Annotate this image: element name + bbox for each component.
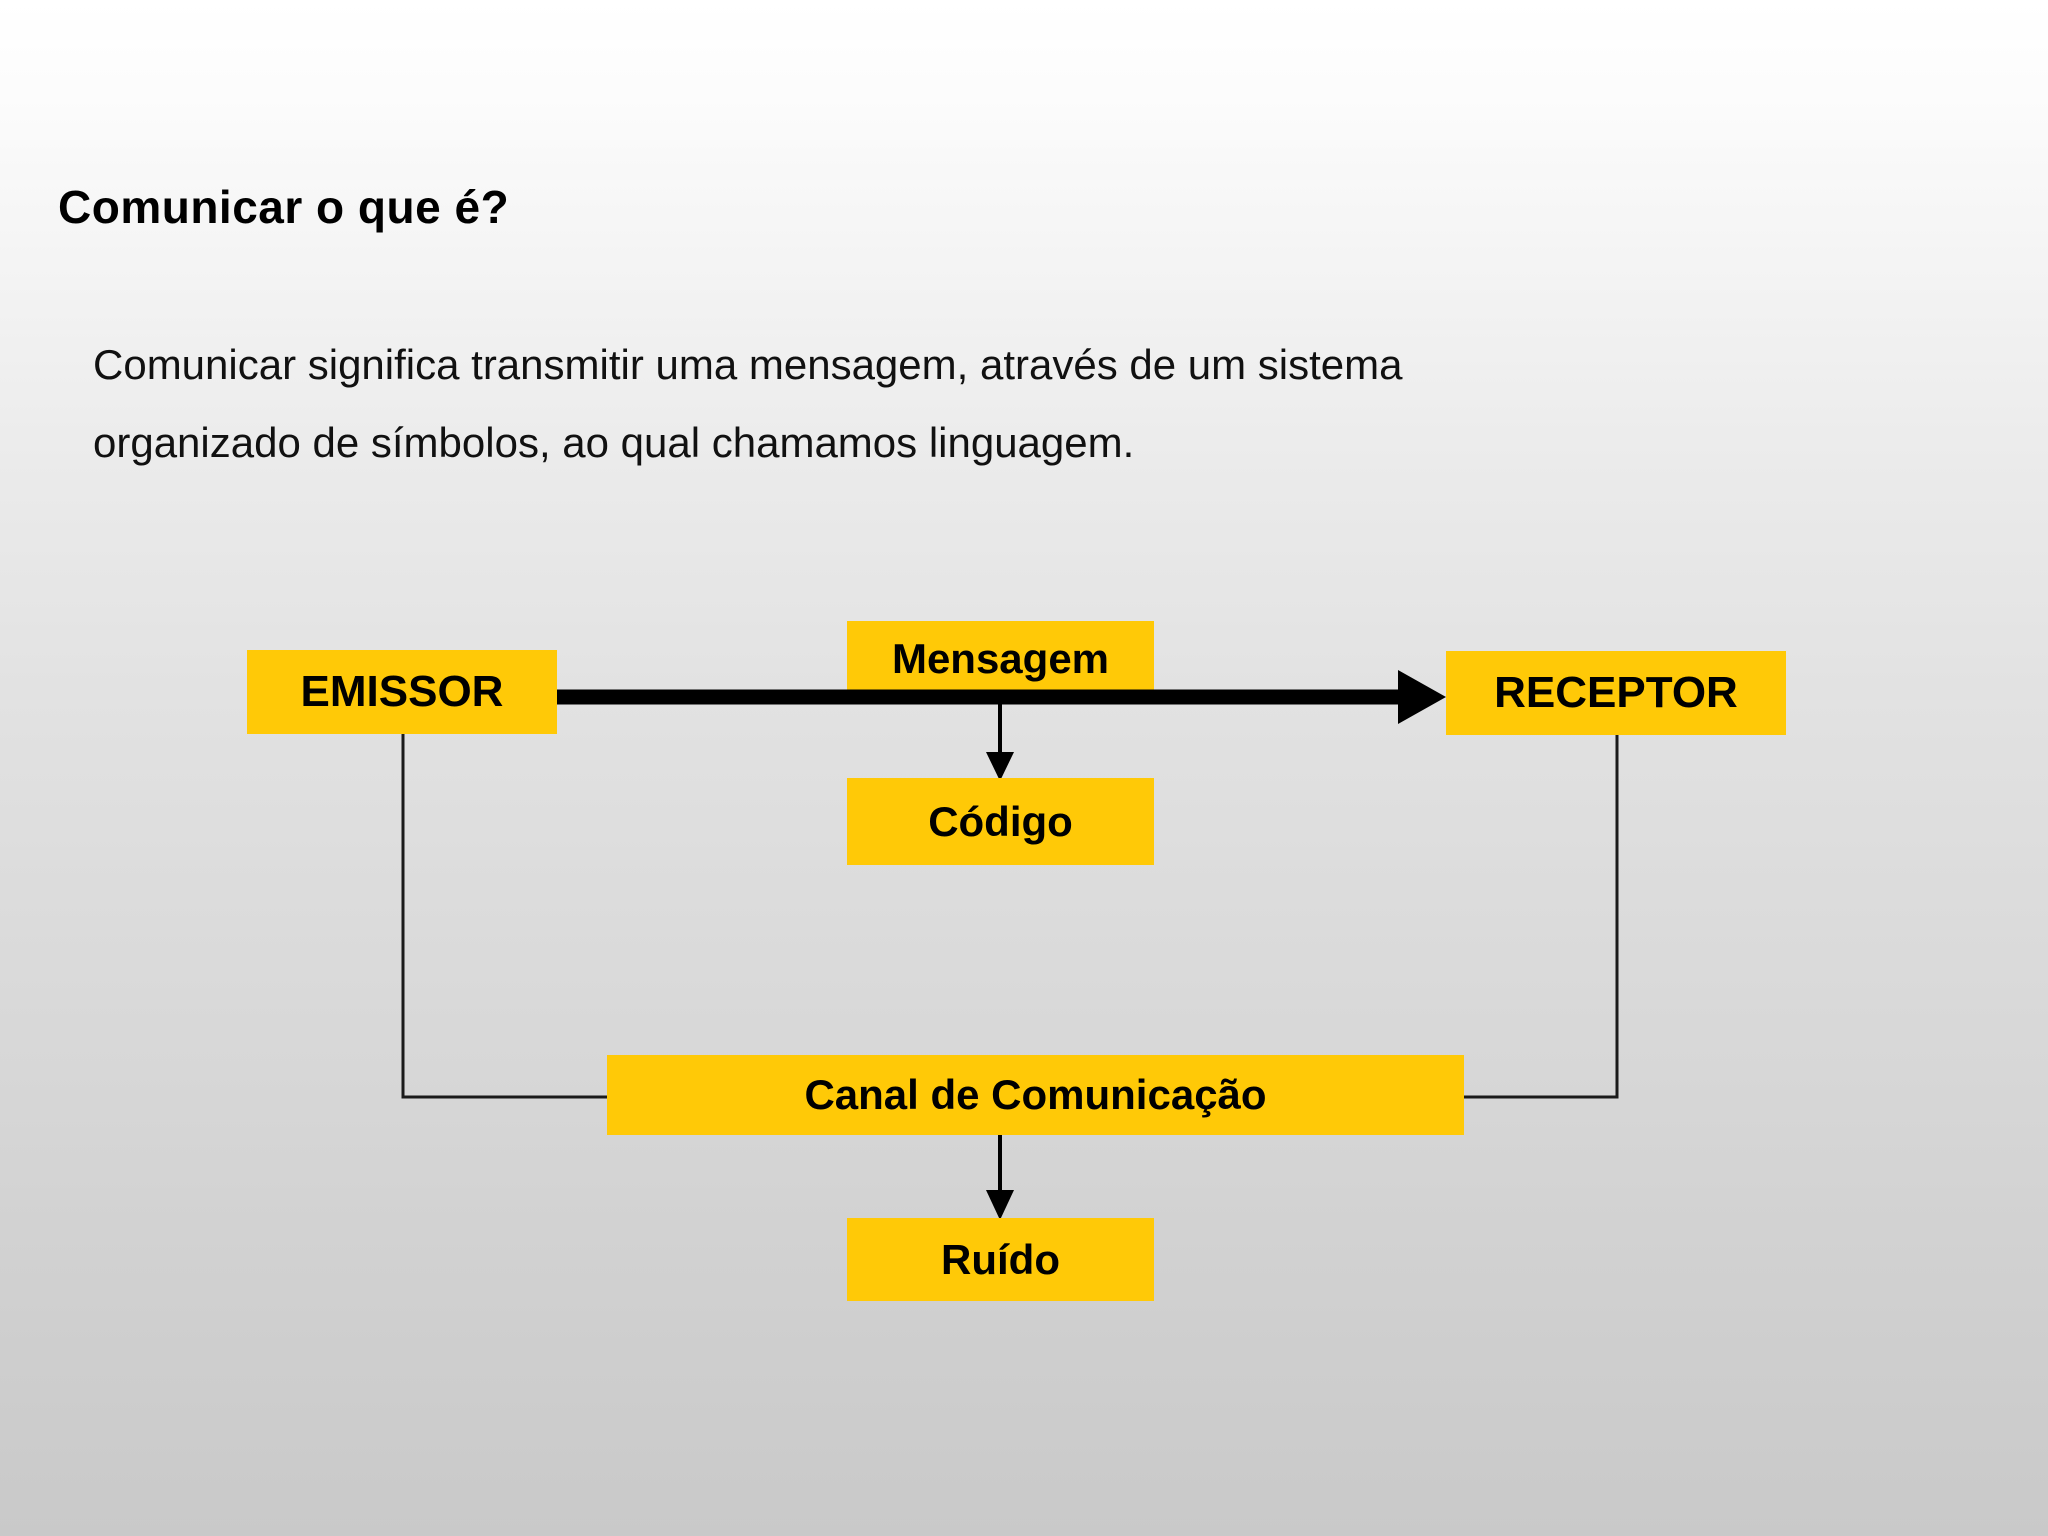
arrowhead-ruido [986,1190,1014,1220]
node-emissor[interactable]: EMISSOR [247,650,557,734]
page-title: Comunicar o que é? [58,181,510,233]
arrowhead-codigo [986,752,1014,781]
node-receptor[interactable]: RECEPTOR [1446,651,1786,735]
node-canal-de-comunicacao[interactable]: Canal de Comunicação [607,1055,1464,1135]
node-ruido[interactable]: Ruído [847,1218,1154,1301]
wire-emissor-to-canal [401,734,612,1099]
body-line-2: organizado de símbolos, ao qual chamamos… [93,419,1135,466]
body-paragraph: Comunicar significa transmitir uma mensa… [93,326,1853,482]
body-line-1: Comunicar significa transmitir uma mensa… [93,341,1403,388]
arrowhead-receptor [1398,670,1446,724]
wire-receptor-to-canal [1460,735,1619,1099]
node-codigo[interactable]: Código [847,778,1154,865]
node-mensagem[interactable]: Mensagem [847,621,1154,697]
